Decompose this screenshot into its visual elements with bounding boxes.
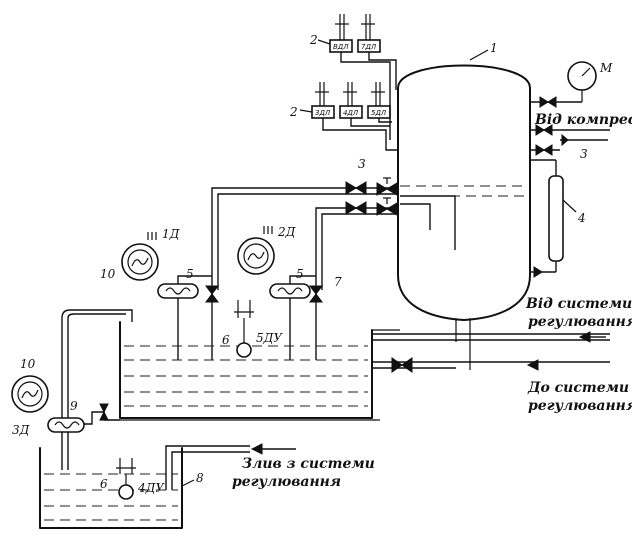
drain-label-1: Злив з системи (242, 456, 375, 472)
manometer-marker: М (599, 61, 613, 75)
motor-1-marker: 10 (100, 267, 116, 281)
filter-9-marker: 9 (70, 399, 78, 413)
float-switch-5du (234, 300, 254, 358)
relay-4-tag: 4ДЛ (343, 109, 359, 117)
relay-1-tag: ВДЛ (333, 43, 349, 51)
from-compressor-label: Від компресора (534, 112, 632, 128)
valve-7-marker: 7 (334, 275, 342, 289)
to-control-label-1: До системи (527, 380, 629, 396)
left-riser (61, 309, 133, 470)
motor-2-marker: 10 (20, 357, 36, 371)
return-pipes (372, 331, 610, 373)
float-4du-tag: 4ДУ (137, 481, 165, 495)
motor-3d-tag: 3Д (12, 423, 30, 437)
relay-3-tag: 3ДЛ (315, 109, 331, 117)
from-control-label-1: Від системи (525, 296, 632, 312)
relay-lower-marker: 2 (289, 105, 298, 119)
filters (157, 275, 316, 360)
to-control-label-2: регулювання (528, 398, 632, 414)
drain-tank-marker: 8 (196, 471, 204, 485)
discharge-pipes (211, 177, 456, 290)
relay-upper-marker: 2 (309, 33, 318, 47)
motor-2d-tag: 2Д (277, 225, 296, 239)
from-control-label-2: регулювання (528, 314, 632, 330)
pump-motor-1d (121, 232, 159, 281)
level-gauge (530, 159, 577, 278)
manometer-gauge (530, 61, 597, 108)
valve-right-marker: 3 (580, 147, 588, 161)
float-low-marker: 6 (100, 477, 108, 491)
tank-marker: 1 (490, 41, 498, 55)
filter-a-marker: 5 (186, 267, 194, 281)
float-mid-marker: 6 (222, 333, 230, 347)
drain-label-2: регулювання (232, 474, 341, 490)
relay-2-tag: 7ДЛ (361, 43, 377, 51)
relay-boxes (299, 14, 398, 151)
drop-valves (205, 285, 323, 360)
filter-b-marker: 5 (296, 267, 304, 281)
valve-top-marker: 3 (358, 157, 366, 171)
compressor-inlet (530, 124, 610, 156)
sump-tank (100, 321, 400, 421)
pump-motor-3d (11, 375, 120, 433)
pump-motor-2d (237, 226, 275, 275)
float-switch-4du (116, 458, 136, 500)
motor-1d-tag: 1Д (162, 227, 180, 241)
gauge-marker: 4 (577, 211, 586, 225)
drain-tank (39, 443, 296, 529)
relay-5-tag: 5ДЛ (371, 109, 387, 117)
float-5du-tag: 5ДУ (256, 331, 283, 345)
pressure-tank (397, 49, 531, 370)
